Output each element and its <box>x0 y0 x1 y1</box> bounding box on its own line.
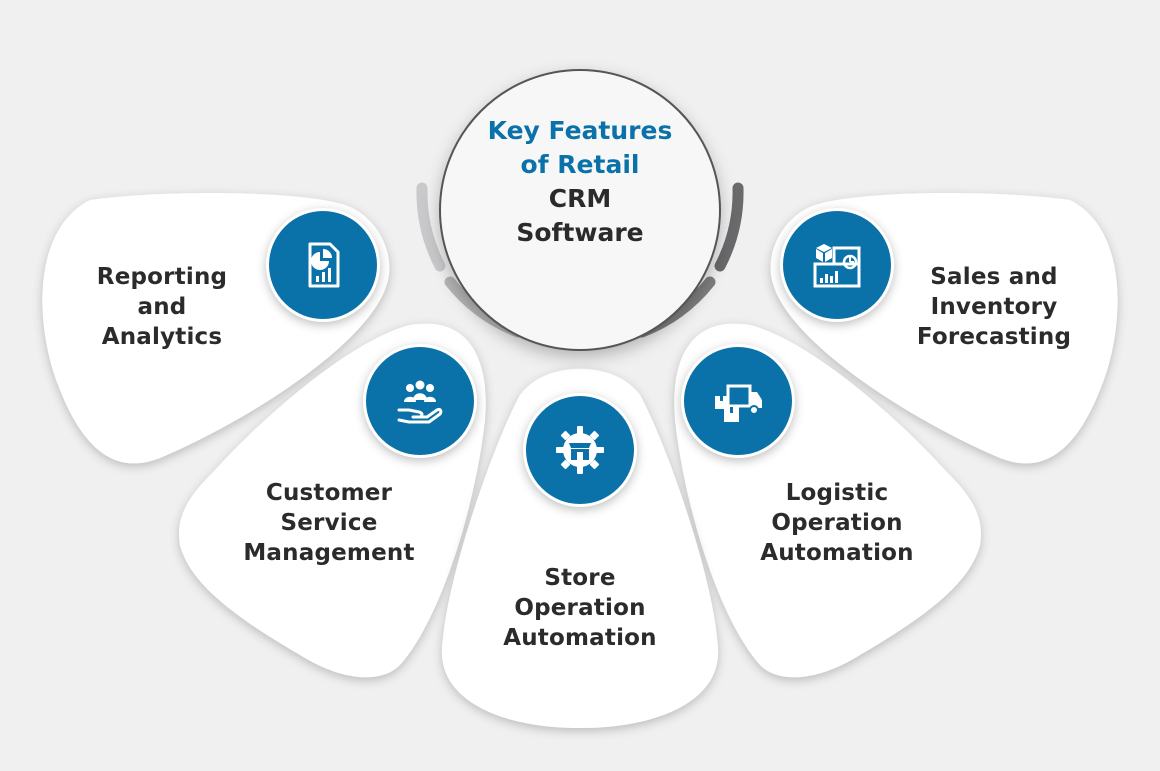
label-line: Inventory <box>930 294 1058 320</box>
label-sales: Sales and Inventory Forecasting <box>884 262 1104 352</box>
badge-logistic <box>681 344 795 458</box>
store-gear-icon <box>556 426 604 474</box>
card-store <box>441 368 719 728</box>
delivery-truck-icon <box>715 384 762 422</box>
label-store: Store Operation Automation <box>480 563 680 653</box>
label-line: Forecasting <box>916 324 1072 350</box>
title-line-4: Software <box>516 218 644 247</box>
label-line: Analytics <box>101 324 223 350</box>
diagram-title: Key Features of Retail CRM Software <box>439 114 721 250</box>
badge-sales <box>780 208 894 322</box>
badge-store <box>523 393 637 507</box>
label-line: Store <box>544 565 616 591</box>
label-line: Reporting <box>96 264 228 290</box>
label-line: Customer <box>265 480 393 506</box>
label-line: Management <box>243 540 415 566</box>
label-line: Automation <box>503 625 657 651</box>
title-line-2: of Retail <box>520 150 640 179</box>
badge-reporting <box>266 208 380 322</box>
hand-people-icon <box>397 380 443 424</box>
badge-customer <box>363 344 477 458</box>
label-logistic: Logistic Operation Automation <box>727 478 947 568</box>
arc-segment <box>416 182 446 272</box>
label-line: Service <box>280 510 378 536</box>
title-line-3: CRM <box>548 184 612 213</box>
label-line: Operation <box>514 595 646 621</box>
label-line: Sales and <box>930 264 1058 290</box>
arc-segment <box>714 182 744 272</box>
label-customer: Customer Service Management <box>224 478 434 568</box>
label-line: Automation <box>760 540 914 566</box>
center-circle <box>439 69 721 351</box>
label-line: and <box>137 294 187 320</box>
report-chart-icon <box>308 242 340 288</box>
label-reporting: Reporting and Analytics <box>62 262 262 352</box>
inventory-chart-icon <box>813 244 861 288</box>
title-line-1: Key Features <box>487 116 673 145</box>
label-line: Logistic <box>785 480 889 506</box>
label-line: Operation <box>771 510 903 536</box>
